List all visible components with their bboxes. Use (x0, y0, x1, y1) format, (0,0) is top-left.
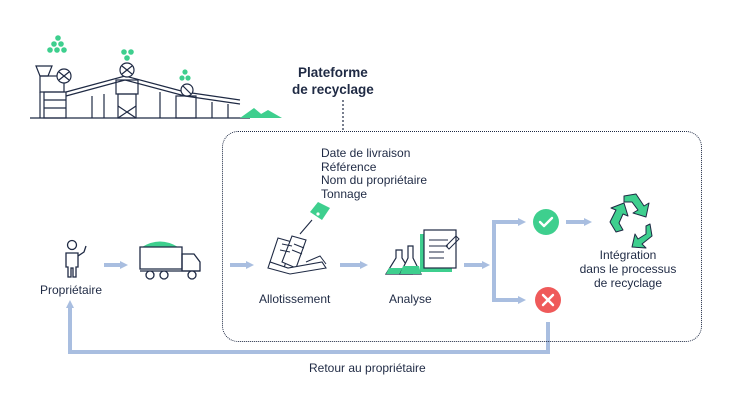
check-icon (533, 209, 559, 235)
platform-title: Plateforme de recyclage (292, 64, 374, 98)
plant-icon (30, 62, 250, 119)
owner-label: Propriétaire (40, 283, 103, 297)
return-label: Retour au propriétaire (309, 361, 426, 375)
sample-info-item: Tonnage (321, 186, 368, 201)
integration-line2: dans le processus (579, 262, 677, 276)
integration-label: Intégration dans le processus de recycla… (568, 248, 688, 290)
material-dots (47, 35, 191, 81)
platform-title-line1: Plateforme (298, 65, 368, 80)
integration-line1: Intégration (599, 248, 657, 262)
tagged-samples-icon (267, 202, 330, 275)
sample-info-item: Nom du propriétaire (321, 173, 428, 187)
cross-icon (535, 287, 561, 313)
batching-label: Allotissement (259, 292, 331, 306)
person-icon (65, 239, 87, 278)
analysis-label: Analyse (389, 292, 432, 306)
platform-title-line2: de recyclage (292, 82, 374, 97)
sample-info-item: Référence (321, 159, 377, 174)
platform-boundary (222, 131, 702, 342)
arrow-to-accept (492, 218, 526, 265)
sample-info-list: Date de livraison Référence Nom du propr… (321, 146, 428, 201)
integration-line3: de recyclage (593, 276, 663, 290)
flasks-icon (384, 229, 460, 275)
recycle-icon (609, 193, 653, 249)
sample-info-item: Date de livraison (321, 146, 411, 160)
arrow-to-reject (492, 265, 526, 304)
truck-icon (139, 241, 201, 280)
material-piles (240, 108, 282, 118)
arrow-return-owner (66, 300, 550, 354)
